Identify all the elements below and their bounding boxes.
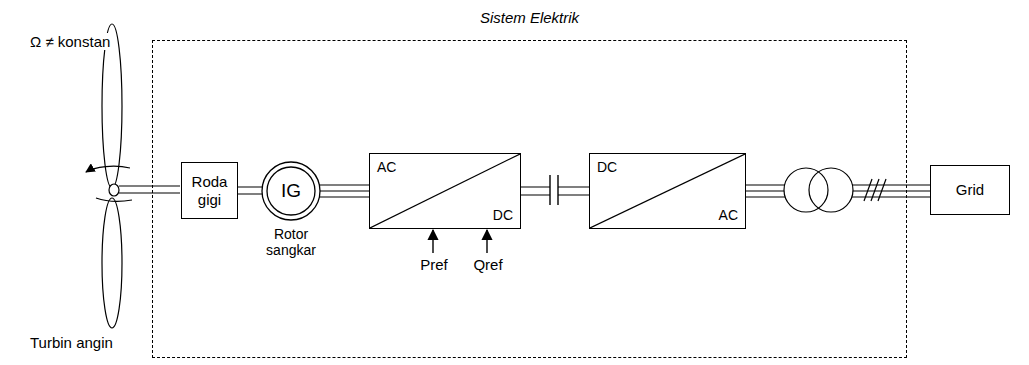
machine-caption: Rotor sangkar — [255, 226, 327, 258]
output-side-label: AC — [719, 207, 738, 223]
converter-box: AC DC — [369, 153, 521, 229]
converter-diagonal-line — [590, 154, 745, 228]
reference-arrow — [432, 230, 433, 253]
capacitor-symbol — [550, 175, 558, 205]
converter-box: DC AC — [589, 153, 746, 229]
output-side-label: DC — [493, 207, 513, 223]
machine-label: IG — [261, 161, 321, 221]
power-connector — [238, 187, 262, 194]
input-side-label: AC — [377, 159, 396, 175]
system-boundary: Sistem ElektrikRoda gigiIGRotor sangkarA… — [152, 40, 907, 358]
capacitor-plate — [549, 175, 550, 205]
rotation-arc — [96, 198, 132, 201]
phase-slash — [864, 179, 872, 201]
wind-turbine — [86, 24, 180, 328]
transformer-fill — [809, 168, 853, 212]
capacitor-plate — [557, 175, 558, 205]
transformer-winding — [784, 168, 828, 212]
converter-diagonal-line — [370, 154, 520, 228]
shaft-line — [119, 192, 180, 193]
transformer-symbol — [784, 168, 853, 212]
active-power-reference: Pref — [418, 256, 450, 273]
reactive-power-reference: Qref — [471, 256, 504, 273]
phase-slash — [878, 179, 886, 201]
phase-slash — [871, 179, 879, 201]
power-connector — [319, 185, 369, 197]
grid-box: Grid — [930, 165, 1010, 215]
transformer-winding — [809, 168, 853, 212]
reference-arrow — [486, 230, 487, 253]
turbine-blade — [102, 198, 122, 328]
generator-outer-ring — [262, 162, 320, 220]
turbine-label: Turbin angin — [28, 334, 115, 351]
gearbox-box: Roda gigi — [181, 162, 238, 219]
box-label: Roda gigi — [186, 173, 233, 208]
box-label: Grid — [956, 181, 984, 198]
capacitor-gap — [550, 178, 558, 202]
three-phase-mark — [864, 179, 886, 201]
rotor-speed-label: Ω ≠ konstan — [28, 33, 112, 50]
rotation-arrow — [86, 166, 130, 172]
region-title: Sistem Elektrik — [153, 9, 906, 26]
turbine-hub — [109, 184, 119, 196]
shaft-line — [119, 185, 180, 186]
input-side-label: DC — [597, 159, 617, 175]
generator-circle: IGRotor sangkar — [261, 161, 321, 221]
